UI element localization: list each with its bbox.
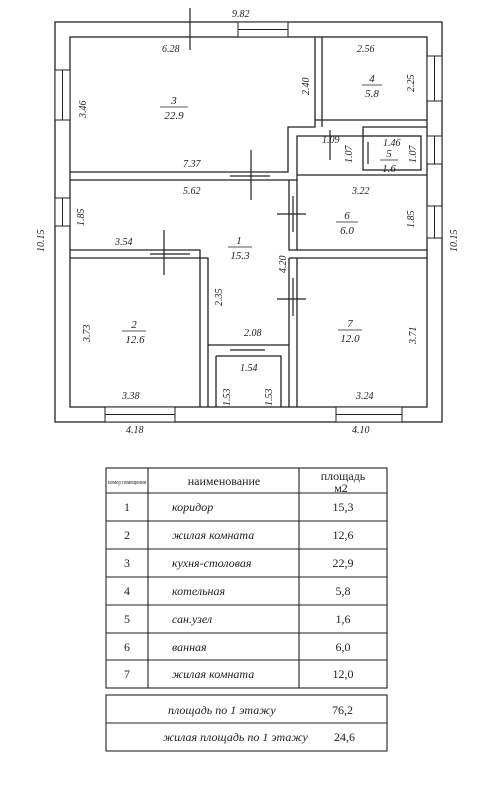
- dim-left-overall: 10.15: [36, 230, 47, 253]
- dim-pantry-right: 1.53: [264, 389, 275, 407]
- dim-bottom-left: 4.18: [126, 425, 144, 436]
- row-3-area: 22,9: [333, 556, 354, 570]
- row-1-num: 1: [124, 500, 130, 514]
- room-1-number: 1: [236, 235, 242, 247]
- plan-room-labels: 3 22.9 4 5.8 5 1.6 1 15.3 6 6.0 2 12.6 7…: [122, 73, 398, 346]
- row-2-name: жилая комната: [172, 528, 254, 542]
- dim-r7-bottom: 3.24: [355, 391, 374, 402]
- row-3-num: 3: [124, 556, 130, 570]
- summary-total-value: 76,2: [332, 703, 353, 717]
- row-1-name: коридор: [172, 500, 213, 514]
- row-6-area: 6,0: [336, 640, 351, 654]
- dim-r2-left: 3.73: [82, 325, 93, 344]
- dim-r1-left: 1.85: [76, 209, 87, 227]
- plan-doors: [150, 8, 369, 351]
- table-header: номер помещения наименование площадь м2: [108, 469, 366, 495]
- table-summary: площадь по 1 этажу 76,2 жилая площадь по…: [163, 703, 355, 744]
- room-6-number: 6: [344, 210, 350, 222]
- room-2-area: 12.6: [125, 334, 145, 346]
- dim-r6-right: 1.85: [406, 211, 417, 229]
- row-4-num: 4: [124, 584, 130, 598]
- room-3-number: 3: [170, 95, 177, 107]
- row-2-num: 2: [124, 528, 130, 542]
- row-4-area: 5,8: [336, 584, 351, 598]
- room-5-number: 5: [386, 148, 392, 160]
- dim-r3-bottom: 7.37: [183, 159, 202, 170]
- summary-total-label: площадь по 1 этажу: [168, 703, 276, 717]
- room-4-area: 5.8: [365, 88, 379, 100]
- room-7-area: 12.0: [340, 333, 360, 345]
- row-5-area: 1,6: [336, 612, 351, 626]
- dim-r4-right: 2.25: [406, 75, 417, 93]
- row-1-area: 15,3: [333, 500, 354, 514]
- row-7-name: жилая комната: [172, 667, 254, 681]
- plan-walls: [54, 21, 443, 423]
- summary-living-label: жилая площадь по 1 этажу: [163, 730, 308, 744]
- room-2-number: 2: [131, 319, 137, 331]
- row-7-area: 12,0: [333, 667, 354, 681]
- dim-r5-right: 1.07: [408, 145, 419, 164]
- room-7-number: 7: [347, 318, 353, 330]
- dim-r7-right: 3.71: [408, 327, 419, 346]
- dim-bottom-right: 4.10: [352, 425, 370, 436]
- dim-pantry-top: 1.54: [240, 363, 258, 374]
- dim-r1-bottom: 2.08: [244, 328, 262, 339]
- row-5-num: 5: [124, 612, 130, 626]
- dim-right-overall: 10.15: [449, 230, 460, 253]
- header-col-name: наименование: [188, 474, 261, 488]
- room-3-area: 22.9: [164, 110, 184, 122]
- row-7-num: 7: [124, 667, 130, 681]
- dim-r1-right: 4.20: [278, 256, 289, 274]
- row-5-name: сан.узел: [172, 612, 212, 626]
- dim-r4-top: 2.56: [357, 44, 375, 55]
- dim-r5-left: 1.07: [344, 145, 355, 164]
- explication-table: [105, 467, 388, 752]
- plan-dimension-labels: 9.82 10.15 10.15 4.18 4.10 6.28 3.46 2.4…: [36, 9, 460, 436]
- row-2-area: 12,6: [333, 528, 354, 542]
- row-6-name: ванная: [172, 640, 207, 654]
- room-6-area: 6.0: [340, 225, 354, 237]
- header-col-area: площадь: [321, 469, 366, 483]
- header-col-num: номер помещения: [108, 480, 146, 486]
- dim-r1-inner: 2.35: [214, 289, 225, 307]
- summary-living-value: 24,6: [334, 730, 355, 744]
- table-rows: 1 коридор 15,3 2 жилая комната 12,6 3 ку…: [124, 500, 354, 681]
- row-4-name: котельная: [172, 584, 225, 598]
- row-6-num: 6: [124, 640, 130, 654]
- plan-windows: [54, 21, 443, 423]
- row-3-name: кухня-столовая: [172, 556, 252, 570]
- dim-r6-top: 3.22: [351, 186, 370, 197]
- dim-r3-right: 2.40: [301, 78, 312, 96]
- dim-r2-bottom: 3.38: [121, 391, 140, 402]
- dim-r1-top: 5.62: [183, 186, 201, 197]
- dim-r3-top: 6.28: [162, 44, 180, 55]
- dim-top-overall: 9.82: [232, 9, 250, 20]
- room-5-area: 1.6: [382, 163, 396, 175]
- header-col-area-unit: м2: [334, 481, 348, 495]
- room-1-area: 15.3: [230, 250, 250, 262]
- dim-r4-bottom: 1.09: [322, 135, 340, 146]
- dim-r5-top: 1.46: [383, 138, 401, 149]
- room-4-number: 4: [369, 73, 375, 85]
- dim-r3-left: 3.46: [78, 101, 89, 120]
- dim-pantry-left: 1.53: [222, 389, 233, 407]
- dim-r1-mid: 3.54: [114, 237, 133, 248]
